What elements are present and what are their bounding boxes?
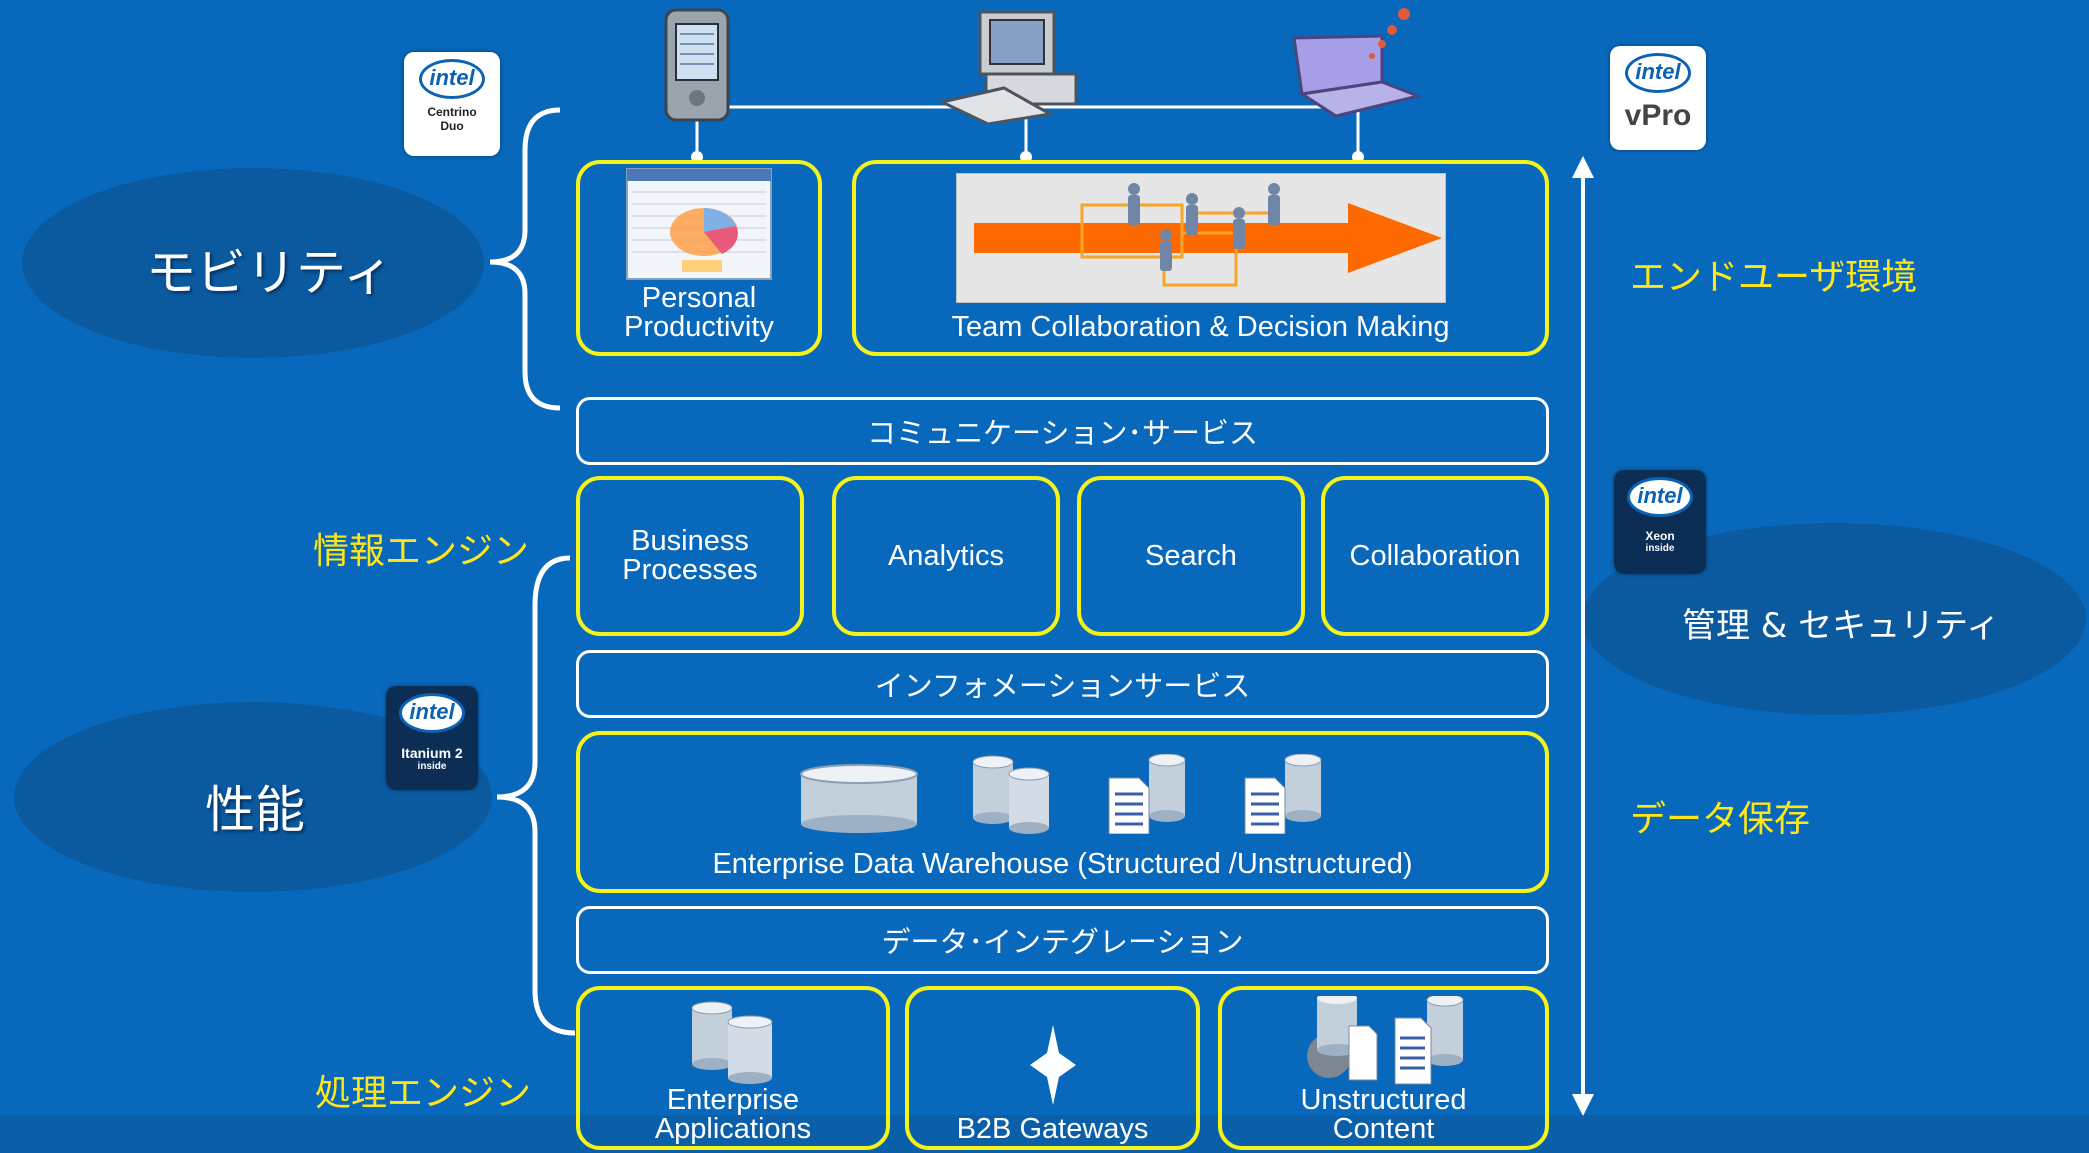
xeon-product: Xeon [1645, 529, 1675, 543]
spreadsheet-chart-icon [626, 168, 772, 280]
team-collaboration-box: Team Collaboration & Decision Making [852, 160, 1549, 356]
mobility-label: モビリティ [146, 244, 393, 302]
intel-logo-oval: intel [419, 59, 485, 99]
itanium-sub: inside [417, 761, 447, 772]
communication-services-box: コミュニケーション･サービス [576, 397, 1549, 465]
info-engine-label: 情報エンジン [313, 531, 530, 572]
mobility-ellipse [22, 168, 484, 358]
b2b-gateways-label: B2B Gateways [956, 1113, 1149, 1145]
edw-label: Enterprise Data Warehouse (Structured /U… [712, 848, 1413, 880]
enterprise-applications-box: Enterprise Applications [576, 986, 890, 1150]
intel-logo-oval: intel [399, 693, 465, 733]
search-box: Search [1077, 476, 1305, 636]
collaboration-box: Collaboration [1321, 476, 1549, 636]
edw-box: Enterprise Data Warehouse (Structured /U… [576, 731, 1549, 893]
gateway-star-icon [1029, 1025, 1076, 1105]
personal-productivity-line2: Productivity [624, 311, 774, 343]
business-processes-line2: Processes [622, 554, 758, 586]
intel-logo-oval: intel [1625, 53, 1691, 93]
performance-label: 性能 [205, 781, 305, 839]
database-icon [972, 755, 1049, 834]
document-icon [1108, 754, 1185, 834]
team-collaboration-label: Team Collaboration & Decision Making [951, 311, 1450, 343]
centrino-logo: intel Centrino Duo [404, 52, 500, 156]
enterprise-applications-line2: Applications [654, 1113, 812, 1145]
enterprise-applications-line1: Enterprise [666, 1084, 800, 1116]
unstructured-content-line1: Unstructured [1300, 1084, 1467, 1116]
pda-icon [664, 8, 730, 122]
workflow-arrow-icon [955, 173, 1446, 303]
personal-productivity-box: Personal Productivity [576, 160, 822, 356]
edw-icons [799, 754, 1327, 834]
business-processes-box: Business Processes [576, 476, 804, 636]
intel-logo-oval: intel [1627, 477, 1693, 517]
laptop-icon [1292, 8, 1422, 118]
information-services-box: インフォメーションサービス [576, 650, 1549, 718]
xeon-sub: inside [1645, 543, 1675, 554]
desktop-computer-icon [940, 10, 1078, 124]
unstructured-content-icon [1306, 996, 1463, 1085]
end-user-label: エンドユーザ環境 [1630, 257, 1918, 298]
processing-engine-label: 処理エンジン [315, 1073, 532, 1114]
database-icon [799, 764, 918, 833]
itanium-product: Itanium 2 [401, 745, 463, 761]
business-processes-line1: Business [631, 525, 749, 557]
personal-productivity-line1: Personal [641, 282, 757, 314]
unstructured-content-box: Unstructured Content [1218, 986, 1549, 1150]
people-icon [1127, 183, 1280, 271]
database-icon [691, 1001, 773, 1084]
centrino-sub: Duo [440, 119, 464, 133]
centrino-product: Centrino [427, 105, 477, 119]
vpro-logo: intel vPro [1610, 46, 1706, 150]
vpro-product: vPro [1624, 99, 1692, 132]
itanium-logo: intel Itanium 2 inside [386, 686, 478, 790]
data-integration-box: データ･インテグレーション [576, 906, 1549, 974]
document-icon [1244, 754, 1321, 834]
analytics-box: Analytics [832, 476, 1060, 636]
b2b-gateways-box: B2B Gateways [905, 986, 1200, 1150]
xeon-logo: intel Xeon inside [1614, 470, 1706, 574]
unstructured-content-line2: Content [1332, 1113, 1435, 1145]
mgmt-security-label: 管理 & セキュリティ [1682, 606, 2001, 646]
data-storage-label: データ保存 [1630, 799, 1811, 840]
